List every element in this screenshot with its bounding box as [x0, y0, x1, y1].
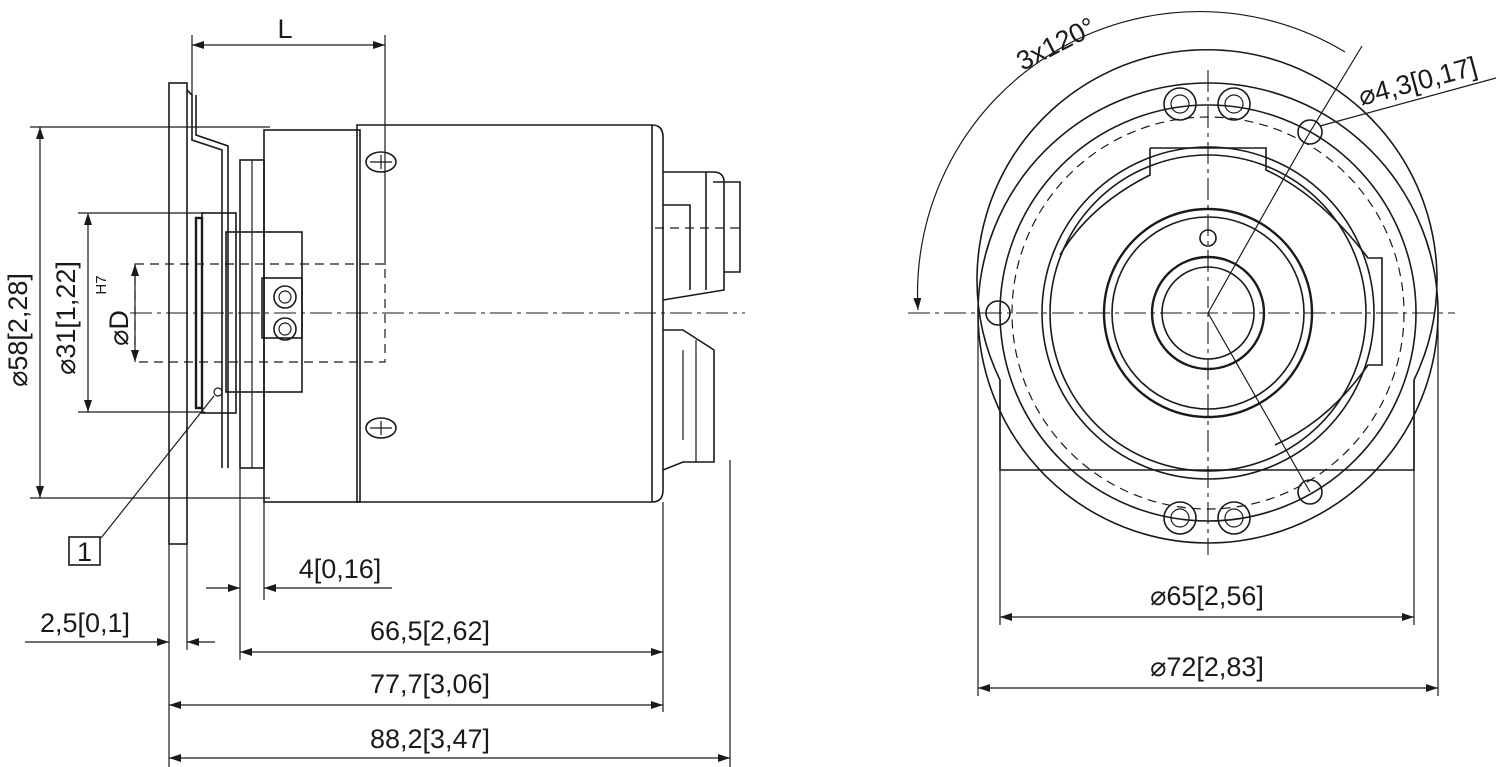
- dim-label-2-5: 2,5[0,1]: [40, 608, 130, 638]
- callout-leader: [100, 395, 215, 539]
- housing-circle: [1041, 146, 1375, 480]
- clamp-body: [201, 212, 237, 414]
- phillips-screw-icon: [365, 417, 397, 439]
- flange-plate: [168, 82, 188, 545]
- hub-screw-block: [261, 277, 303, 339]
- angle-arc: [913, 10, 1346, 311]
- screw-point-icon: [213, 387, 223, 397]
- clamp-slot: [1150, 147, 1383, 446]
- connector-plug: [663, 172, 741, 290]
- dim-label-dia65: ⌀65[2,56]: [1150, 581, 1264, 611]
- callout-box: [68, 536, 101, 566]
- thread-hole-icon: [1163, 87, 1197, 121]
- thread-hole-icon: [1163, 501, 1197, 535]
- hole-dia-label: ⌀4,3[0,17]: [1355, 51, 1480, 111]
- dim-label-l: L: [277, 14, 292, 44]
- bolt-circle: [1011, 116, 1405, 510]
- hub-screw-icon: [273, 317, 297, 341]
- hub-outer-circle: [1102, 207, 1314, 419]
- dim-label-88-2: 88,2[3,47]: [370, 724, 490, 754]
- clamp-ring: [194, 216, 204, 410]
- hole-dia-leader: [1319, 77, 1497, 127]
- dim-label-bore-tolerance: H7: [93, 275, 110, 294]
- thread-hole-icon: [1217, 501, 1251, 535]
- connector-upper: [662, 171, 725, 301]
- stator-spring: [186, 89, 229, 468]
- set-screw-icon: [1199, 229, 1217, 247]
- callout-number: 1: [77, 537, 92, 567]
- dim-label-4: 4[0,16]: [299, 554, 382, 584]
- mounting-hole-icon: [1297, 479, 1323, 505]
- angle-label: 3x120°: [1012, 11, 1101, 76]
- mounting-hole-icon: [985, 300, 1011, 326]
- flange-inner-circle: [999, 104, 1417, 522]
- housing-main: [356, 124, 664, 503]
- shaft-bore-circle: [1150, 255, 1266, 371]
- flange-outline: [976, 48, 1438, 471]
- dim-label-66-5: 66,5[2,62]: [370, 616, 490, 646]
- front-view: 3x120° ⌀4,3[0,17] ⌀65[2,56] ⌀72[2,83]: [908, 10, 1497, 696]
- thread-hole-icon: [1217, 87, 1251, 121]
- dim-label-bore: ⌀D: [104, 310, 134, 346]
- side-view: L ⌀58[2,28] ⌀31[1,22] ⌀D H7 1 4[0,16] 2,…: [3, 14, 745, 767]
- connector-lower: [662, 329, 715, 471]
- dim-label-dia58: ⌀58[2,28]: [3, 273, 33, 387]
- dim-label-dia31: ⌀31[1,22]: [51, 261, 81, 375]
- phillips-screw-icon: [365, 151, 397, 173]
- hub-screw-icon: [273, 285, 297, 309]
- mounting-hole-icon: [1297, 119, 1323, 145]
- dim-label-dia72: ⌀72[2,83]: [1150, 652, 1264, 682]
- housing-rear: [263, 129, 361, 503]
- dim-label-77-7: 77,7[3,06]: [370, 669, 490, 699]
